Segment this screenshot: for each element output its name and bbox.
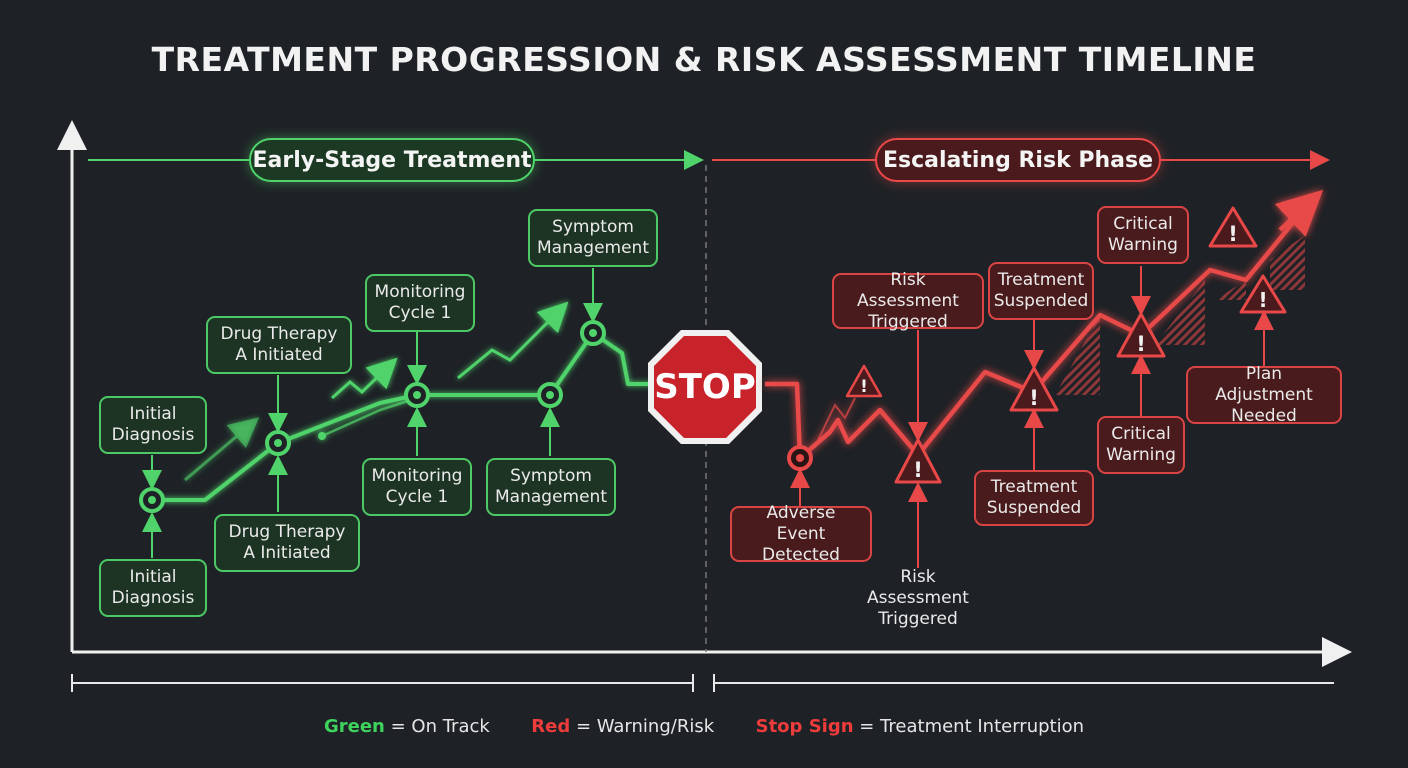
label-drug-therapy-bottom: Drug Therapy A Initiated — [214, 514, 360, 572]
node-initial-diagnosis — [139, 487, 165, 513]
legend-stop-key: Stop Sign — [755, 716, 854, 737]
svg-text:!: ! — [1136, 332, 1146, 356]
node-adverse-event — [787, 445, 813, 471]
legend-red-key: Red — [531, 716, 571, 737]
svg-text:!: ! — [860, 377, 868, 397]
node-monitoring — [404, 382, 430, 408]
warning-icons: ! ! ! ! ! ! — [845, 206, 1287, 484]
label-risk-assessment-bottom: Risk Assessment Triggered — [867, 566, 969, 629]
legend-red-text: = Warning/Risk — [570, 716, 715, 737]
phase-brackets — [71, 674, 1334, 692]
svg-text:!: ! — [1029, 386, 1039, 410]
legend: Green = On Track Red = Warning/Risk Stop… — [0, 716, 1408, 737]
warning-icon-2: ! — [894, 438, 942, 484]
label-critical-warning-top: Critical Warning — [1097, 206, 1189, 264]
label-treatment-suspended-top: Treatment Suspended — [988, 262, 1094, 320]
warning-icon-5: ! — [1208, 206, 1258, 248]
label-critical-warning-bottom: Critical Warning — [1097, 416, 1185, 474]
red-hatch-areas — [1055, 235, 1305, 395]
phase-label-early: Early-Stage Treatment — [249, 138, 535, 182]
label-risk-assessment-top: Risk Assessment Triggered — [832, 270, 984, 332]
label-monitoring-top: Monitoring Cycle 1 — [365, 274, 475, 332]
legend-green-text: = On Track — [384, 716, 490, 737]
svg-text:!: ! — [1258, 288, 1267, 312]
label-symptom-bottom: Symptom Management — [486, 458, 616, 516]
green-trend — [150, 331, 652, 502]
label-plan-adjustment: Plan Adjustment Needed — [1186, 364, 1342, 426]
label-drug-therapy-top: Drug Therapy A Initiated — [206, 316, 352, 374]
label-initial-diagnosis-top: Initial Diagnosis — [99, 396, 207, 454]
node-symptom-bottom — [537, 382, 563, 408]
stop-sign-label: STOP — [654, 367, 756, 407]
node-symptom-top — [580, 320, 606, 346]
green-connectors — [142, 268, 603, 558]
page-title: TREATMENT PROGRESSION & RISK ASSESSMENT … — [151, 40, 1257, 79]
warning-icon-1: ! — [845, 364, 883, 398]
label-treatment-suspended-bottom: Treatment Suspended — [974, 470, 1094, 526]
stop-sign-icon — [648, 330, 762, 444]
green-trend-arrows — [184, 301, 569, 482]
label-adverse-event: Adverse Event Detected — [730, 503, 872, 565]
legend-stop-text: = Treatment Interruption — [853, 716, 1085, 737]
svg-text:!: ! — [1228, 222, 1238, 246]
label-initial-diagnosis-bottom: Initial Diagnosis — [99, 559, 207, 617]
legend-green-key: Green — [323, 716, 385, 737]
phase-label-risk: Escalating Risk Phase — [875, 138, 1161, 182]
node-drug-therapy — [265, 430, 291, 456]
svg-text:!: ! — [913, 458, 923, 482]
label-symptom-top: Symptom Management — [528, 209, 658, 267]
red-connectors — [790, 266, 1274, 568]
label-monitoring-bottom: Monitoring Cycle 1 — [362, 458, 472, 516]
